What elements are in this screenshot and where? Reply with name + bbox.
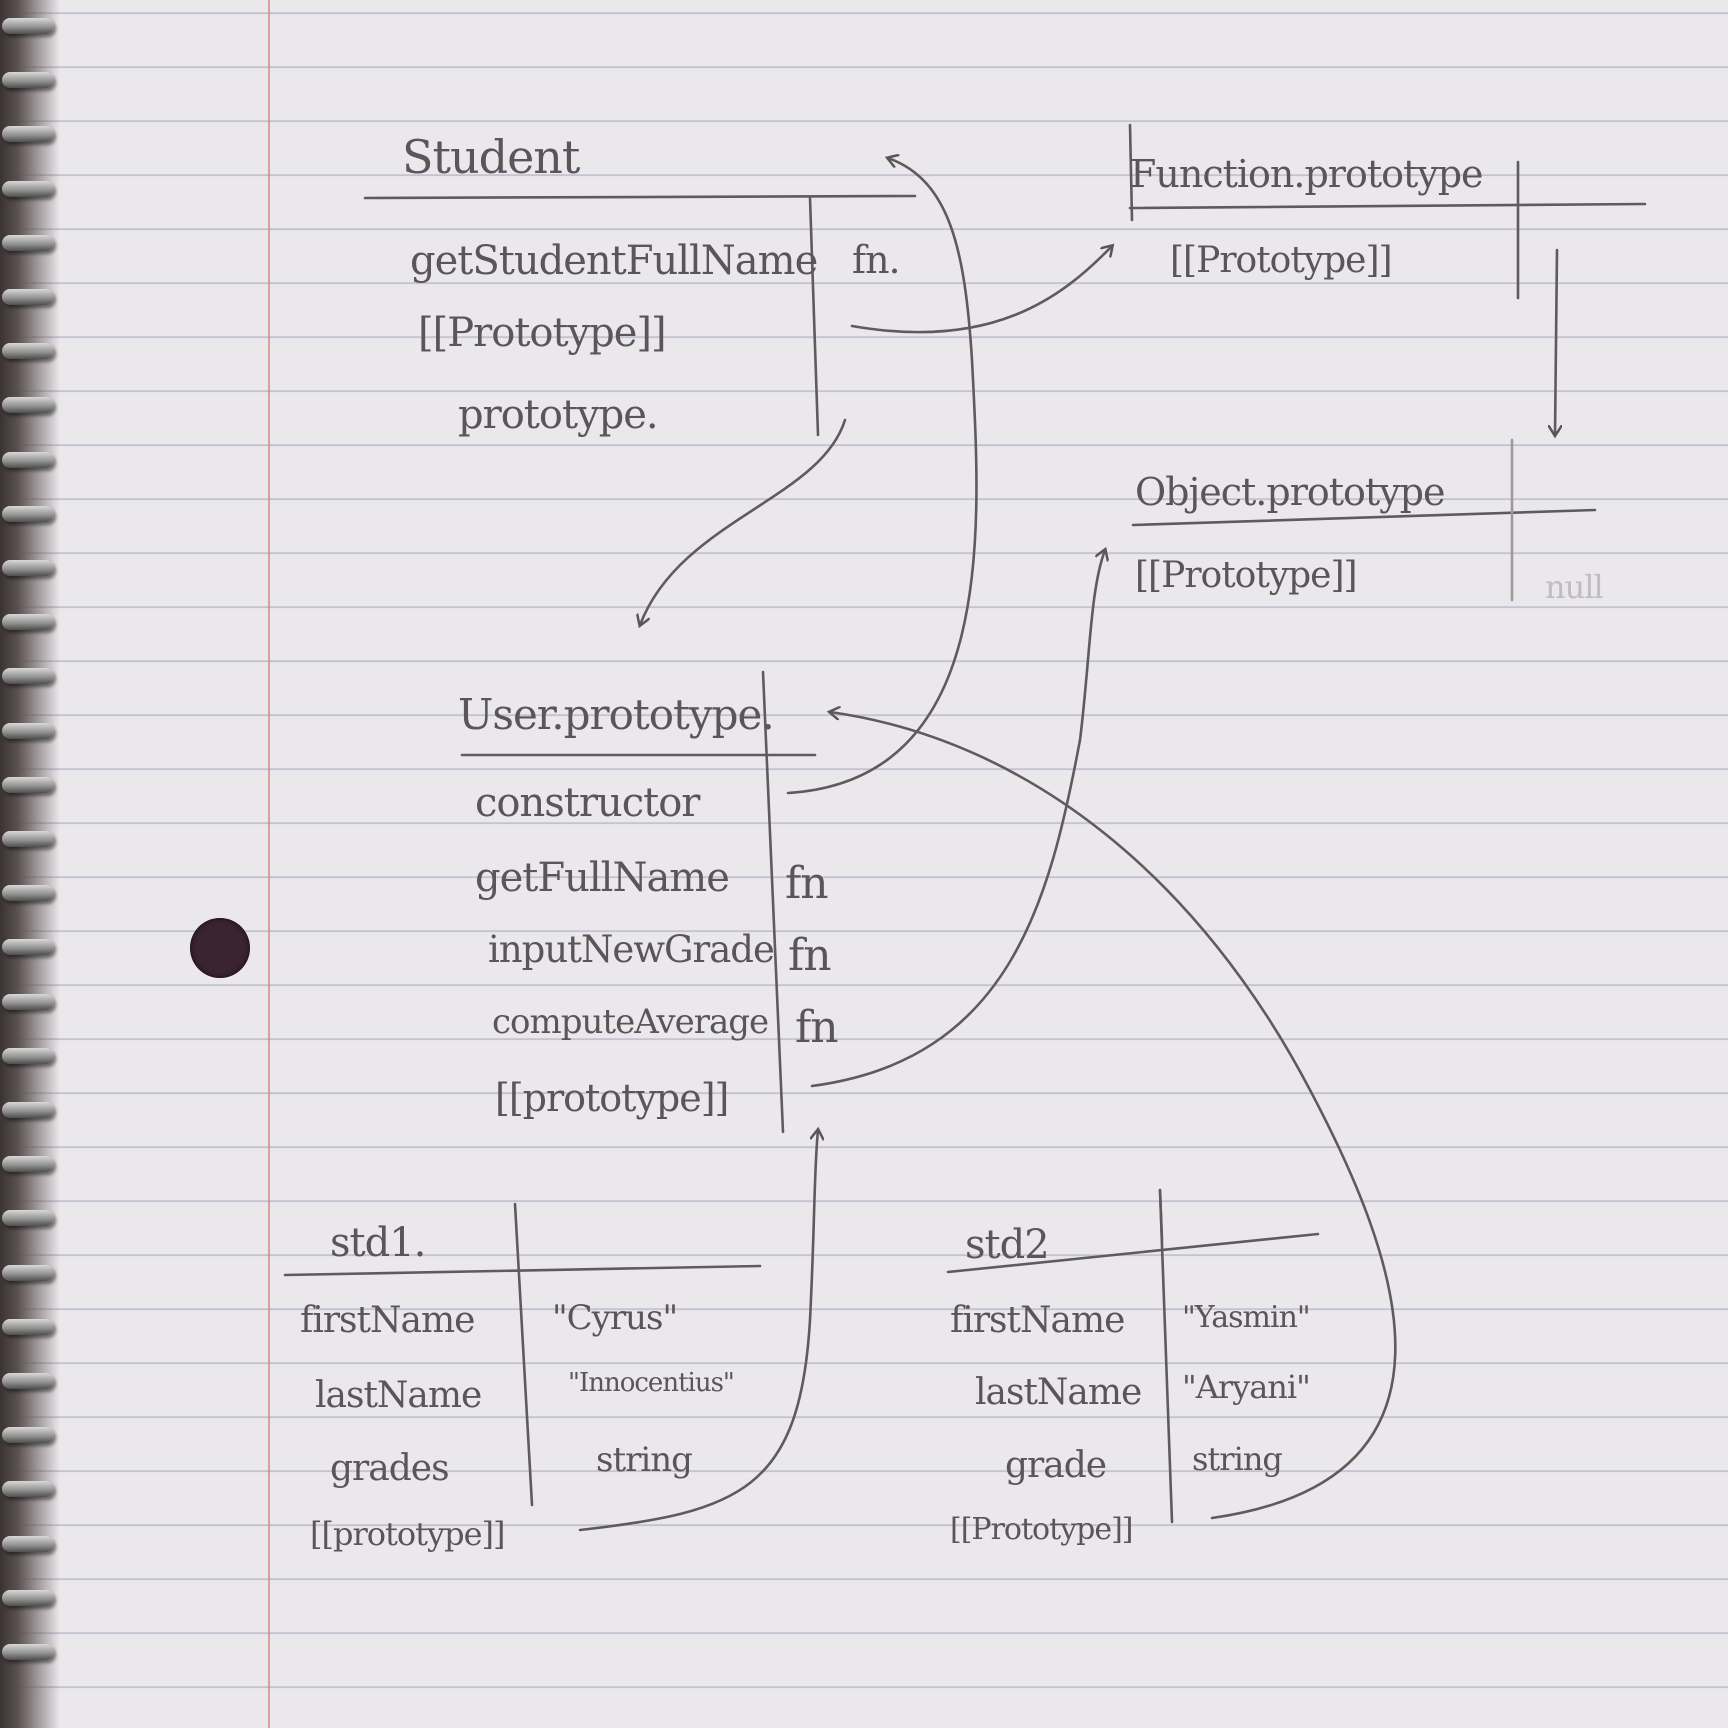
std2-value-first-name: "Yasmin" [1182,1300,1311,1335]
spiral-ring [2,343,54,360]
arrow-student-prototype-to-user-prototype [640,418,847,625]
user-prototype-row-compute-average: computeAverage [492,1002,769,1042]
student-divider [808,196,820,437]
user-prototype-row-constructor: constructor [475,780,700,826]
spiral-ring [2,722,54,739]
std1-row-first-name: firstName [300,1300,475,1341]
student-row-prototype-link: [[Prototype]] [418,310,667,356]
std1-title: std1. [330,1220,426,1266]
punch-hole [190,918,250,978]
object-prototype-title: Object.prototype [1135,470,1445,514]
spiral-ring [2,1481,54,1498]
student-row-get-student-full-name: getStudentFullName [410,238,818,284]
function-prototype-tick [1128,123,1134,222]
std1-header-line [283,1264,762,1277]
std2-row-grade: grade [1005,1445,1107,1486]
student-header-line [363,194,917,200]
spiral-ring [2,1264,54,1281]
std1-value-grades: string [596,1440,693,1480]
spiral-ring [2,614,54,631]
student-value-fn: fn. [852,238,901,282]
function-prototype-header-line [1128,202,1647,210]
std1-value-last-name: "Innocentius" [568,1368,735,1398]
user-prototype-divider [761,670,785,1134]
std2-title: std2 [965,1222,1050,1268]
spiral-ring [2,72,54,89]
spiral-ring [2,1318,54,1335]
spiral-ring [2,1156,54,1173]
user-prototype-title: User.prototype. [458,690,775,739]
std2-value-grade: string [1192,1440,1283,1478]
object-prototype-header-line [1131,508,1597,527]
spiral-ring [2,18,54,34]
user-prototype-row-get-full-name: getFullName [475,855,730,901]
function-prototype-title: Function.prototype [1130,152,1484,196]
spiral-ring [2,831,54,847]
arrow-function-prototype-to-object-prototype [1555,248,1557,435]
user-prototype-value-fn-2: fn [788,930,832,981]
std2-row-prototype-link: [[Prototype]] [950,1512,1133,1547]
student-title: Student [402,130,580,184]
spiral-ring [2,180,54,197]
user-prototype-row-input-new-grade: inputNewGrade [488,928,775,971]
arrow-std2-to-user-prototype [830,712,1397,1520]
arrow-user-constructor-to-student [786,158,978,795]
spiral-ring [2,1535,54,1552]
user-prototype-value-fn-3: fn [795,1002,839,1053]
spiral-ring [2,451,54,468]
spiral-ring [2,560,54,576]
arrow-student-to-function-prototype [850,246,1112,334]
spiral-ring [2,668,54,685]
std2-row-last-name: lastName [975,1372,1142,1413]
user-prototype-value-fn-1: fn [785,858,829,909]
spiral-ring [2,939,54,956]
std1-row-grades: grades [330,1448,450,1489]
spiral-ring [2,1047,54,1064]
spiral-ring [2,126,54,143]
spiral-ring [2,289,54,305]
spiral-ring [2,397,54,414]
spiral-ring [2,1373,54,1389]
spiral-ring [2,505,54,522]
spiral-ring [2,1102,54,1118]
object-prototype-value-null: null [1545,568,1604,606]
std2-header-line [946,1232,1320,1274]
std2-divider [1158,1188,1174,1524]
object-prototype-row-prototype-link: [[Prototype]] [1135,555,1358,596]
margin-line [268,0,270,1728]
user-prototype-row-prototype-link: [[prototype]] [495,1076,729,1120]
std2-value-last-name: "Aryani" [1182,1368,1311,1406]
std1-value-first-name: "Cyrus" [552,1298,678,1338]
spiral-ring [2,1210,54,1227]
spiral-ring [2,1644,54,1660]
spiral-ring [2,234,54,251]
std2-row-first-name: firstName [950,1300,1125,1341]
std1-row-prototype-link: [[prototype]] [310,1515,505,1553]
std1-divider [513,1202,534,1507]
std1-row-last-name: lastName [315,1375,482,1416]
spiral-ring [2,993,54,1010]
spiral-ring [2,1427,54,1444]
arrow-user-prototype-to-object-prototype [810,550,1105,1088]
spiral-ring [2,885,54,902]
arrow-std1-to-user-prototype [578,1130,818,1532]
spiral-ring [2,776,54,793]
std2-tick [1158,1188,1164,1242]
student-row-prototype: prototype. [458,392,659,438]
function-prototype-row-prototype-link: [[Prototype]] [1170,240,1393,281]
spiral-binding [0,0,60,1728]
spiral-ring [2,1589,54,1606]
